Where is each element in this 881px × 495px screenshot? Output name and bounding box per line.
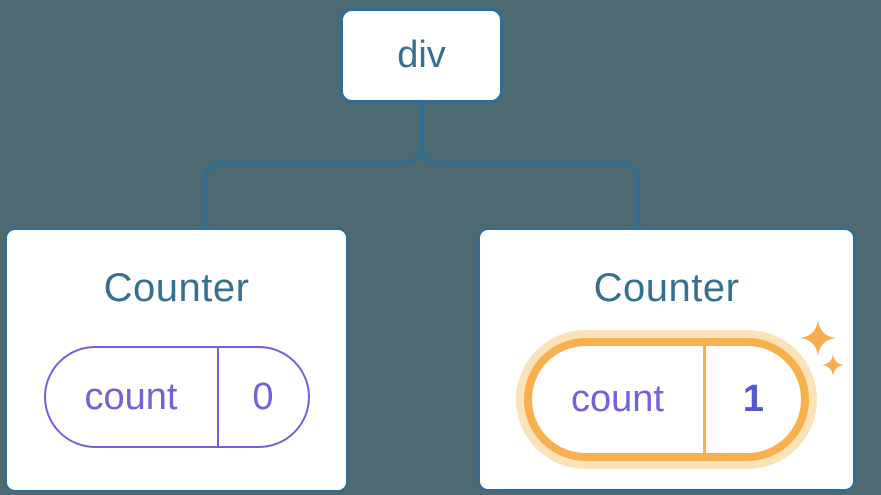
connector-left-branch [203,103,424,228]
root-node-label: div [397,34,446,76]
state-key-cell: count [46,348,219,446]
sparkle-icon [822,354,844,376]
state-value-cell: 1 [742,378,765,420]
state-value-cell: 0 [252,375,274,418]
component-name-label: Counter [103,266,250,310]
component-name-label: Counter [593,266,740,310]
sparkle-icon [800,320,836,356]
tree-node-counter-1: Counter count 0 [5,228,348,492]
state-key-cell: count [532,346,706,453]
connector-right-branch [419,103,640,228]
tree-node-counter-2: Counter count 1 [478,228,855,491]
state-pill: count 0 [43,346,310,448]
state-pill-highlighted: count 1 [524,338,809,461]
tree-node-div: div [340,8,503,103]
